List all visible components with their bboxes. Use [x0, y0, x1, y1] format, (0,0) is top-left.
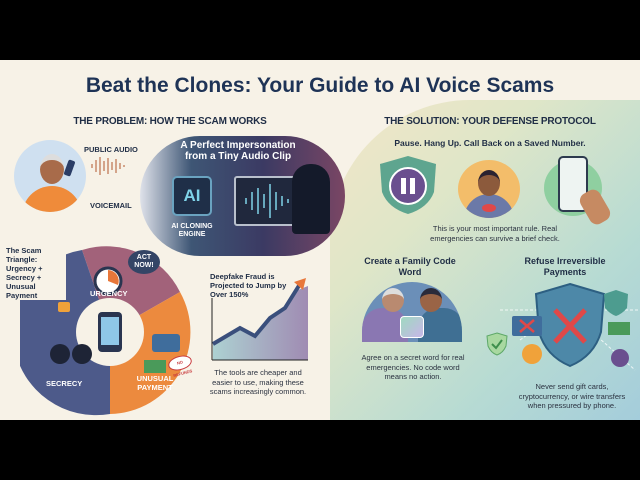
cloned-waveform-icon — [245, 184, 289, 218]
public-audio-label: PUBLIC AUDIO — [84, 145, 138, 154]
link-icon — [611, 349, 629, 367]
lock-icon — [58, 302, 70, 312]
ai-cloning-engine-label: AI CLONING ENGINE — [171, 223, 213, 238]
problem-heading: THE PROBLEM: HOW THE SCAM WORKS — [73, 116, 267, 127]
page-title: Beat the Clones: Your Guide to AI Voice … — [85, 74, 555, 97]
fraud-growth-chart — [211, 278, 308, 361]
growth-area — [213, 286, 308, 360]
woman-hanging-up-illustration — [458, 160, 520, 218]
ai-chip-icon: AI — [172, 176, 212, 216]
pause-shield-icon — [380, 156, 436, 214]
cash-icon — [608, 322, 630, 335]
code-word-caption: Agree on a secret word for real emergenc… — [361, 353, 465, 381]
fraud-chart-title: Deepfake Fraud is Projected to Jump by O… — [210, 272, 287, 299]
sound-wave-icon — [91, 157, 125, 175]
act-now-bubble: ACT NOW! — [128, 250, 160, 274]
lock-shield-icon — [604, 290, 628, 316]
infographic: Beat the Clones: Your Guide to AI Voice … — [0, 60, 640, 420]
solution-background — [330, 100, 640, 420]
secrecy-label: SECRECY — [46, 379, 83, 388]
voicemail-label: VOICEMAIL — [90, 201, 132, 210]
elderly-man-on-phone-illustration — [14, 140, 86, 212]
solution-heading: THE SOLUTION: YOUR DEFENSE PROTOCOL — [384, 116, 596, 127]
check-shield-icon — [486, 332, 508, 356]
fraud-chart-caption: The tools are cheaper and easier to use,… — [209, 368, 307, 396]
rule-caption: This is your most important rule. Real e… — [430, 224, 560, 243]
payment-protection-network — [500, 282, 640, 371]
unusual-payment-label: UNUSUAL PAYMENT — [136, 374, 174, 392]
hang-up-icon — [482, 204, 496, 212]
gift-card-icon — [152, 334, 180, 352]
impersonation-title: A Perfect Impersonation from a Tiny Audi… — [180, 140, 296, 162]
padlock-icon — [400, 316, 424, 338]
saved-contacts-phone-illustration — [544, 156, 614, 228]
urgency-label: URGENCY — [90, 289, 128, 298]
cash-icon — [144, 360, 166, 373]
refuse-payments-caption: Never send gift cards, cryptocurrency, o… — [518, 382, 626, 410]
growth-line — [211, 282, 302, 346]
defense-rule: Pause. Hang Up. Call Back on a Saved Num… — [394, 138, 586, 148]
scam-triangle-title: The Scam Triangle: Urgency + Secrecy + U… — [6, 246, 66, 300]
growth-arrow-icon — [294, 278, 306, 290]
code-word-title: Create a Family Code Word — [364, 256, 456, 277]
family-whispering-illustration — [362, 282, 462, 342]
refuse-payments-title: Refuse Irreversible Payments — [524, 256, 606, 277]
bitcoin-icon — [522, 344, 542, 364]
whispering-people-icon — [50, 344, 70, 364]
hooded-scammer-illustration — [292, 164, 330, 234]
